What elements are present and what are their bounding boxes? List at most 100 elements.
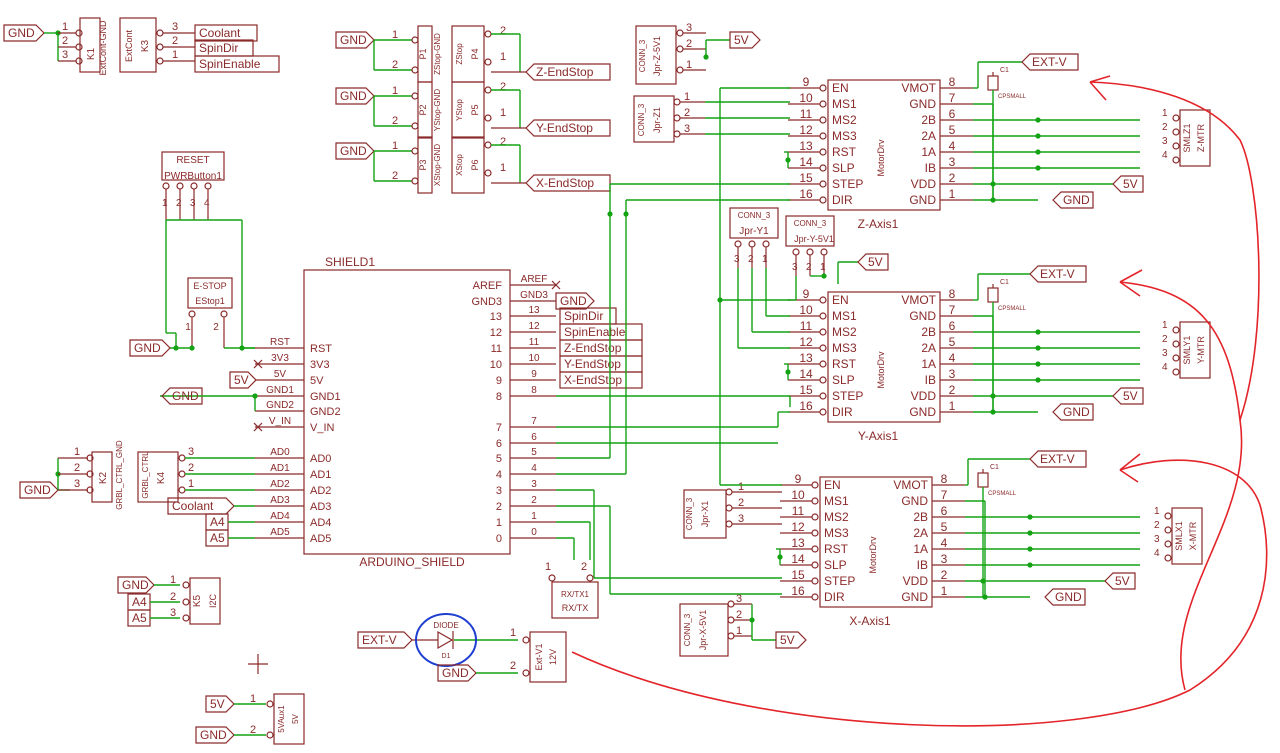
pin-circle bbox=[178, 454, 186, 462]
connector-k5 bbox=[189, 577, 221, 625]
pin-number: 14 bbox=[791, 552, 805, 566]
pin-number: 2 bbox=[949, 383, 956, 397]
ref-k3: K3 bbox=[140, 39, 151, 52]
pin-name: 2B bbox=[921, 113, 936, 127]
pin-name: RST bbox=[824, 542, 849, 556]
net-label-box-coolant bbox=[194, 24, 258, 42]
pin-number: 6 bbox=[941, 504, 948, 518]
motor-value-x: X-MTR bbox=[1188, 521, 1198, 550]
connector-p3 bbox=[417, 136, 433, 194]
junction-dot bbox=[1035, 149, 1041, 155]
net-flag-gnd bbox=[3, 24, 45, 42]
pin-number: 3 bbox=[74, 478, 80, 490]
pin-number: 2 bbox=[510, 660, 516, 672]
pin-number: 1 bbox=[545, 561, 551, 573]
value-jz: CONN_3 bbox=[637, 103, 646, 136]
net-label-gnd: GND bbox=[340, 33, 367, 47]
pin-number: 2 bbox=[188, 462, 194, 474]
pin-circle bbox=[673, 114, 681, 122]
driver-ref-y: Y-Axis1 bbox=[858, 429, 899, 443]
cap-value: CPSMALL bbox=[998, 306, 1027, 312]
pin-circle bbox=[1172, 114, 1180, 122]
net-label-gnd: GND bbox=[134, 341, 161, 355]
pin-name: STEP bbox=[832, 177, 863, 191]
jumper-jpr-z-5v1 bbox=[635, 25, 677, 85]
value-k3: ExtCont bbox=[124, 29, 134, 62]
pin-circle bbox=[727, 632, 735, 640]
pin-circle bbox=[673, 130, 681, 138]
pin-circle bbox=[1164, 512, 1172, 520]
pin-name: 2A bbox=[921, 129, 936, 143]
ref-k2: K2 bbox=[98, 471, 109, 484]
pin-circle bbox=[676, 29, 684, 37]
pin-number: 12 bbox=[799, 335, 813, 349]
pin-number: 15 bbox=[799, 383, 813, 397]
pin-number: 1 bbox=[684, 91, 690, 103]
pin-number: 2 bbox=[176, 198, 182, 209]
pin-name: DIR bbox=[824, 590, 845, 604]
pin-number: 2 bbox=[392, 115, 398, 127]
pin-circle bbox=[586, 574, 594, 582]
shield-right-pin: 8 bbox=[496, 391, 502, 403]
pin-number: 3 bbox=[734, 254, 740, 265]
shield-value: ARDUINO_SHIELD bbox=[359, 555, 465, 569]
shield-right-pin: AREF bbox=[473, 280, 503, 292]
pin-circle bbox=[811, 593, 819, 601]
connector-extv1 bbox=[529, 631, 567, 683]
pin-number: 3 bbox=[949, 155, 956, 169]
value-rxtx: RX/TX1 bbox=[561, 590, 590, 599]
junction-dot bbox=[1035, 329, 1041, 335]
net-label-a4: A4 bbox=[210, 515, 225, 529]
cap-ref: C1 bbox=[1000, 279, 1009, 286]
value-k2: GRBL_CTRL_GND bbox=[115, 440, 124, 510]
net-flag-xend bbox=[525, 174, 611, 192]
pin-circle bbox=[182, 614, 190, 622]
junction-dot bbox=[1035, 377, 1041, 383]
pin-circle bbox=[819, 344, 827, 352]
pin-circle bbox=[727, 600, 735, 608]
pin-number: 8 bbox=[949, 287, 956, 301]
shield-left-outer: AD0 bbox=[270, 447, 290, 458]
pin-number: 5 bbox=[949, 335, 956, 349]
pin-name: VDD bbox=[911, 177, 937, 191]
net-label-zend: Z-EndStop bbox=[564, 341, 622, 355]
pin-number: 1 bbox=[949, 399, 956, 413]
net-label-extv: EXT-V bbox=[1040, 452, 1075, 466]
net-label-extv: EXT-V bbox=[362, 633, 397, 647]
pin-name: MS2 bbox=[832, 113, 857, 127]
value-jz5: CONN_3 bbox=[638, 39, 647, 72]
pin-number: 7 bbox=[949, 91, 956, 105]
pin-name: EN bbox=[824, 478, 841, 492]
pin-circle bbox=[156, 43, 164, 51]
net-flag-gnd bbox=[1052, 403, 1094, 421]
net-flag-gnd bbox=[19, 481, 59, 499]
shield-right-outer: 0 bbox=[531, 527, 537, 538]
cap-value: CPSMALL bbox=[998, 94, 1027, 100]
pin-circle bbox=[1172, 326, 1180, 334]
pin-name: EN bbox=[832, 293, 849, 307]
net-label-v5: 5V bbox=[1123, 177, 1138, 191]
pin-circle bbox=[792, 248, 800, 256]
motor-ref-y: SMLY1 bbox=[1182, 336, 1192, 365]
junction-dot bbox=[1035, 361, 1041, 367]
pin-circle bbox=[806, 248, 814, 256]
net-label-gnd: GND bbox=[340, 89, 367, 103]
pin-number: 2 bbox=[392, 170, 398, 182]
motor-ref-z: SMLZ1 bbox=[1182, 123, 1192, 152]
value-jx5: CONN_3 bbox=[683, 613, 692, 646]
pin-circle bbox=[548, 574, 556, 582]
ref-p4: P4 bbox=[470, 48, 480, 59]
connector-k3 bbox=[119, 17, 157, 73]
net-label-a4: A4 bbox=[132, 595, 147, 609]
shield-left-pin: AD3 bbox=[310, 501, 331, 513]
shield-left-outer: AD4 bbox=[270, 511, 290, 522]
value-p1: ZStop-GND bbox=[433, 33, 442, 75]
pin-circle bbox=[819, 408, 827, 416]
pin-circle bbox=[178, 486, 186, 494]
pin-number: 1 bbox=[820, 262, 826, 273]
pin-number: 4 bbox=[949, 139, 956, 153]
pin-name: STEP bbox=[832, 389, 863, 403]
pin-number: 4 bbox=[949, 351, 956, 365]
net-flag-gnd bbox=[129, 339, 171, 357]
